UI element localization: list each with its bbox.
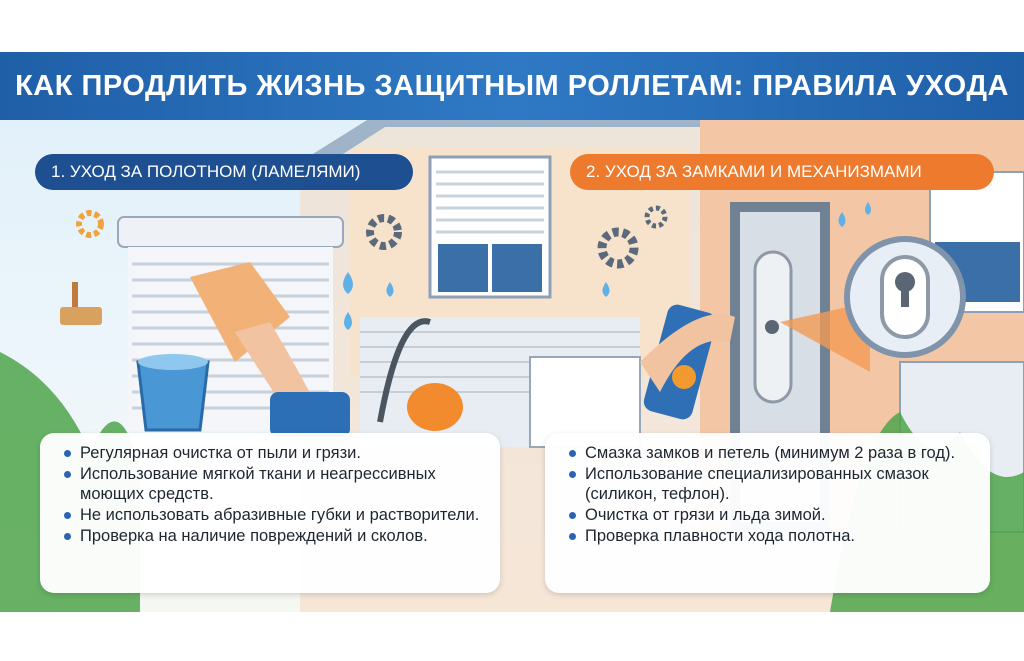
gear-icon [76,205,668,269]
spray-can-icon [640,304,735,420]
list-item: Использование мягкой ткани и неагрессивн… [64,464,486,504]
section1-heading: 1. УХОД ЗА ПОЛОТНОМ (ЛАМЕЛЯМИ) [35,154,413,190]
lock-icon [844,236,966,358]
list-item: Регулярная очистка от пыли и грязи. [64,443,486,463]
section2-card: Смазка замков и петель (минимум 2 раза в… [545,433,990,593]
section1-card: Регулярная очистка от пыли и грязи. Испо… [40,433,500,593]
list-item: Использование специализированных смазок … [569,464,976,504]
list-item: Очистка от грязи и льда зимой. [569,505,976,525]
list-item: Проверка плавности хода полотна. [569,526,976,546]
section2-list: Смазка замков и петель (минимум 2 раза в… [569,443,976,546]
section1-list: Регулярная очистка от пыли и грязи. Испо… [64,443,486,546]
section2-heading: 2. УХОД ЗА ЗАМКАМИ И МЕХАНИЗМАМИ [570,154,994,190]
list-item: Не использовать абразивные губки и раств… [64,505,486,525]
water-drop-icon [343,202,871,330]
title-banner: КАК ПРОДЛИТЬ ЖИЗНЬ ЗАЩИТНЫМ РОЛЛЕТАМ: ПР… [0,52,1024,120]
vacuum-cleaner-icon [377,318,463,431]
list-item: Смазка замков и петель (минимум 2 раза в… [569,443,976,463]
brush-icon [60,282,102,325]
bucket-icon [136,354,210,432]
door-handle-lock [753,250,793,404]
page-title: КАК ПРОДЛИТЬ ЖИЗНЬ ЗАЩИТНЫМ РОЛЛЕТАМ: ПР… [15,69,1009,102]
house-window-shutter [428,155,552,299]
list-item: Проверка на наличие повреждений и сколов… [64,526,486,546]
